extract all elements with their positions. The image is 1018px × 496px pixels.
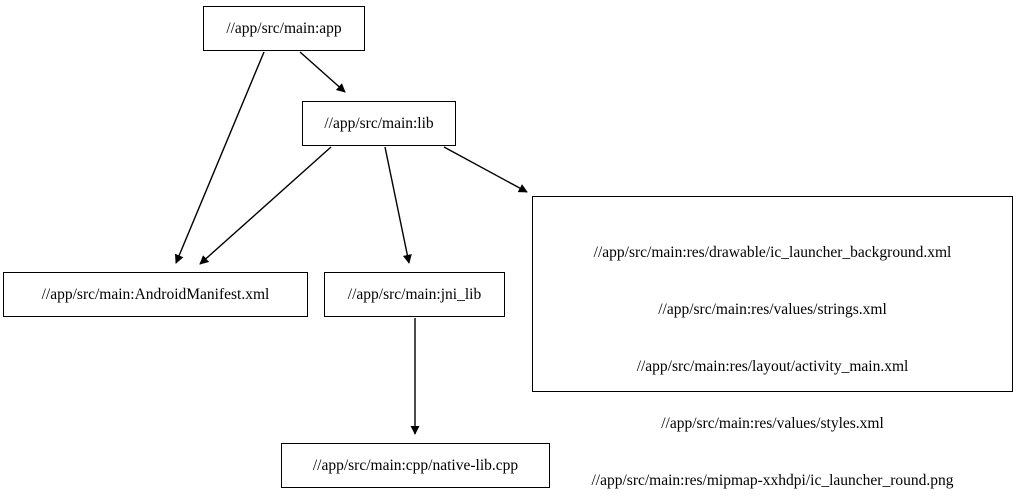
node-res-line: //app/src/main:res/mipmap-xxhdpi/ic_laun… [591,472,954,489]
node-app[interactable]: //app/src/main:app [203,6,365,51]
edge-lib-to-manifest [199,146,332,265]
node-app-label: //app/src/main:app [226,20,342,37]
node-native-lib-cpp[interactable]: //app/src/main:cpp/native-lib.cpp [281,443,550,488]
node-android-manifest[interactable]: //app/src/main:AndroidManifest.xml [3,272,308,317]
node-jni-lib-label: //app/src/main:jni_lib [347,286,482,303]
node-res-line: //app/src/main:res/values/styles.xml [661,415,884,432]
edge-lib-to-jni-lib [384,146,412,264]
node-res-line: //app/src/main:res/layout/activity_main.… [636,358,909,375]
node-native-lib-cpp-label: //app/src/main:cpp/native-lib.cpp [312,457,519,474]
node-lib-label: //app/src/main:lib [324,115,434,132]
node-res-line: //app/src/main:res/values/strings.xml [658,301,887,318]
edge-app-to-lib [299,51,346,93]
node-jni-lib[interactable]: //app/src/main:jni_lib [324,272,505,317]
edge-lib-to-res [443,146,528,193]
node-android-manifest-label: //app/src/main:AndroidManifest.xml [41,286,270,303]
node-res-line: //app/src/main:res/drawable/ic_launcher_… [593,244,952,261]
node-lib[interactable]: //app/src/main:lib [302,101,456,146]
node-res-group[interactable]: //app/src/main:res/drawable/ic_launcher_… [532,196,1013,489]
edge-app-to-manifest [174,51,265,264]
